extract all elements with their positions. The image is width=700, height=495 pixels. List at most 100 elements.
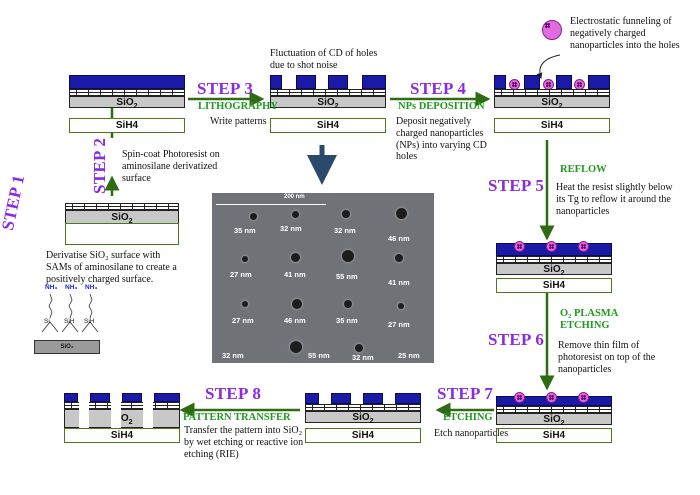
resist-block xyxy=(395,393,421,404)
sio2-layer: SiO2 xyxy=(494,96,610,110)
hole xyxy=(355,344,363,352)
cd-label: 27 nm xyxy=(230,270,252,279)
sih4-layer: SiH4 xyxy=(496,278,612,293)
hole xyxy=(290,341,302,353)
resist-block xyxy=(305,393,319,404)
step3-label: LITHOGRAPHY xyxy=(198,101,278,112)
resist-block xyxy=(270,75,282,89)
step7-title: STEP 7 xyxy=(437,384,494,403)
resist-block xyxy=(556,75,572,89)
hole xyxy=(250,213,257,220)
step3-note: Fluctuation of CD of holes due to shot n… xyxy=(270,48,378,71)
sio2-layer: SiO2 xyxy=(496,263,612,277)
nanoparticle xyxy=(546,392,557,403)
step4-description: Deposit negatively charged nanoparticles… xyxy=(396,116,487,163)
sih-atom: SiH xyxy=(84,318,95,325)
substrate-block: SiO₂ xyxy=(34,340,100,354)
resist-block xyxy=(524,75,540,89)
sam-layer xyxy=(270,89,386,96)
si-atom: Si xyxy=(44,318,50,325)
step4-label: NPs DEPOSITION xyxy=(398,101,485,112)
sio2-layer: SiO2 xyxy=(270,96,386,110)
nanoparticle xyxy=(578,241,589,252)
cd-label: 55 nm xyxy=(336,272,358,281)
resist-block xyxy=(64,393,78,402)
funneling-arrow xyxy=(536,54,561,79)
cd-label: 32 nm xyxy=(352,353,374,362)
hole xyxy=(291,253,300,262)
resist-block xyxy=(90,393,110,402)
step2-title: STEP 2 xyxy=(90,137,109,194)
sih4-layer: SiH4 xyxy=(69,118,185,133)
wafer-step2: SiO2 SiH4 xyxy=(69,75,185,133)
etched-trench xyxy=(79,402,89,428)
wafer-step6: SiO2 SiH4 xyxy=(496,391,612,443)
wafer-step8: SiO2 SiH4 xyxy=(64,393,180,443)
sih4-layer: SiH4 xyxy=(305,428,421,443)
step8-description: Transfer the pattern into SiO₂ by wet et… xyxy=(184,425,304,460)
sam-chains-icon xyxy=(41,293,99,333)
etched-trench xyxy=(143,402,153,428)
nh3-group: NH₃ xyxy=(45,284,58,291)
sam-layer xyxy=(65,203,179,210)
sih4-layer: SiH4 xyxy=(496,428,612,443)
wafer-step1: SiO2 xyxy=(65,203,179,245)
step5-description: Heat the resist slightly below its Tg to… xyxy=(556,182,673,217)
etched-trench xyxy=(111,402,121,428)
nanoparticle xyxy=(514,241,525,252)
resist-block xyxy=(362,75,386,89)
cd-label: 46 nm xyxy=(388,234,410,243)
sih4-layer xyxy=(65,223,179,245)
nanoparticle xyxy=(546,241,557,252)
sih4-layer: SiH4 xyxy=(64,428,180,443)
step6-title: STEP 6 xyxy=(488,330,545,349)
sam-layer xyxy=(494,89,610,96)
resist-block xyxy=(363,393,383,404)
wafer-step4: SiO2 SiH4 xyxy=(494,75,610,133)
nanoparticle-floating xyxy=(542,20,562,40)
step1-description: Derivatise SiO₂ surface with SAMs of ami… xyxy=(46,250,177,285)
sih-atom: SiH xyxy=(64,318,75,325)
step8-title: STEP 8 xyxy=(205,384,262,403)
step4-title: STEP 4 xyxy=(410,79,467,98)
wafer-step7: SiO2 SiH4 xyxy=(305,393,421,443)
scale-bar xyxy=(216,196,326,205)
step3-description: Write patterns xyxy=(210,116,267,127)
hole xyxy=(395,254,403,262)
wafer-step5: SiO2 SiH4 xyxy=(496,241,612,293)
sih4-layer: SiH4 xyxy=(494,118,610,133)
wafer-step3: SiO2 SiH4 xyxy=(270,75,386,133)
step7-description: Etch nanoparticles xyxy=(434,428,509,439)
hole xyxy=(398,303,404,309)
cd-label: 35 nm xyxy=(336,316,358,325)
sem-image: 200 nm 35 nm 32 nm 32 nm 46 nm 27 nm 41 … xyxy=(212,193,434,363)
hole xyxy=(292,299,302,309)
nh3-group: NH₃ xyxy=(85,284,98,291)
sio2-layer: SiO2 xyxy=(65,210,179,225)
sio2-layer: SiO2 xyxy=(496,413,612,427)
step7-label: ETCHING xyxy=(443,412,493,423)
hole xyxy=(242,256,248,262)
resist-block xyxy=(494,75,506,89)
resist-block xyxy=(588,75,610,89)
photoresist-layer xyxy=(69,75,185,89)
sam-layer xyxy=(69,89,185,96)
step6-label: O₂ PLASMA ETCHING xyxy=(560,308,618,332)
cd-label: 25 nm xyxy=(398,351,420,360)
sam-layer xyxy=(305,404,421,411)
cd-label: 41 nm xyxy=(388,278,410,287)
step2-description: Spin-coat Photoresist on aminosilane der… xyxy=(122,149,220,184)
step5-label: REFLOW xyxy=(560,164,607,175)
resist-block xyxy=(328,75,348,89)
sio2-layer: SiO2 xyxy=(305,411,421,425)
cd-label: 46 nm xyxy=(284,316,306,325)
step8-label: PATTERN TRANSFER xyxy=(183,412,291,423)
sih4-layer: SiH4 xyxy=(270,118,386,133)
nanoparticle xyxy=(514,392,525,403)
scale-bar-label: 200 nm xyxy=(284,194,305,200)
aminosilane-sam-sketch: NH₃ NH₃ NH₃ Si SiH SiH SiO₂ xyxy=(32,284,104,358)
step3-title: STEP 3 xyxy=(197,79,254,98)
nh3-group: NH₃ xyxy=(65,284,78,291)
cd-label: 35 nm xyxy=(234,226,256,235)
